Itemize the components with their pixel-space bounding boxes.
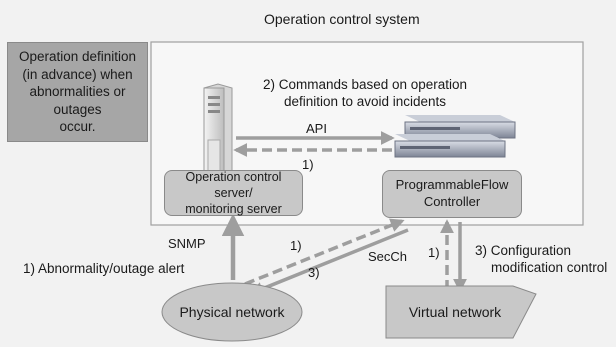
api-label: API [306, 121, 327, 136]
virtual-network-shape [385, 285, 537, 339]
commands-note-line2: definition to avoid incidents [283, 93, 447, 109]
virtual-step1-label: 1) [428, 245, 440, 260]
operation-definition-line3: abnormalities or outages [29, 84, 126, 117]
operation-definition-line4: occur. [59, 119, 96, 135]
config-modification-note: 3) Configuration modification control [475, 243, 607, 277]
programmableflow-controller-box: ProgrammableFlow Controller [382, 170, 522, 218]
config-note-line1: 3) Configuration [475, 243, 572, 258]
controller-box-line2: Controller [423, 194, 481, 209]
operation-definition-line2: (in advance) when [22, 66, 133, 82]
physical-network-label: Physical network [179, 304, 285, 320]
controller-box-line1: ProgrammableFlow [395, 177, 509, 193]
server-box-line2: monitoring server [185, 202, 282, 217]
operation-definition-line1: Operation definition [18, 49, 137, 65]
virtual-network-label: Virtual network [408, 304, 502, 320]
commands-note-line1: 2) Commands based on operation [262, 77, 468, 92]
operation-definition-box: Operation definition (in advance) when a… [7, 42, 148, 142]
server-box-line1: Operation control server/ [185, 169, 282, 200]
secch-step3-label: 3) [308, 265, 320, 280]
abnormality-alert-label: 1) Abnormality/outage alert [23, 261, 185, 276]
api-step1-label: 1) [302, 157, 314, 172]
secch-step1-dashed-arrow [244, 218, 405, 286]
secch-step3-arrow [249, 228, 409, 296]
config-note-line2: modification control [491, 259, 608, 275]
physical-network-shape [161, 282, 303, 342]
secch-step1-label: 1) [290, 238, 302, 253]
operation-control-server-box: Operation control server/ monitoring ser… [164, 170, 303, 216]
controller-rack-icon [394, 115, 516, 158]
snmp-label: SNMP [168, 236, 206, 251]
commands-note: 2) Commands based on operation definitio… [258, 77, 472, 111]
system-title: Operation control system [264, 11, 420, 27]
secch-label: SecCh [368, 249, 408, 264]
